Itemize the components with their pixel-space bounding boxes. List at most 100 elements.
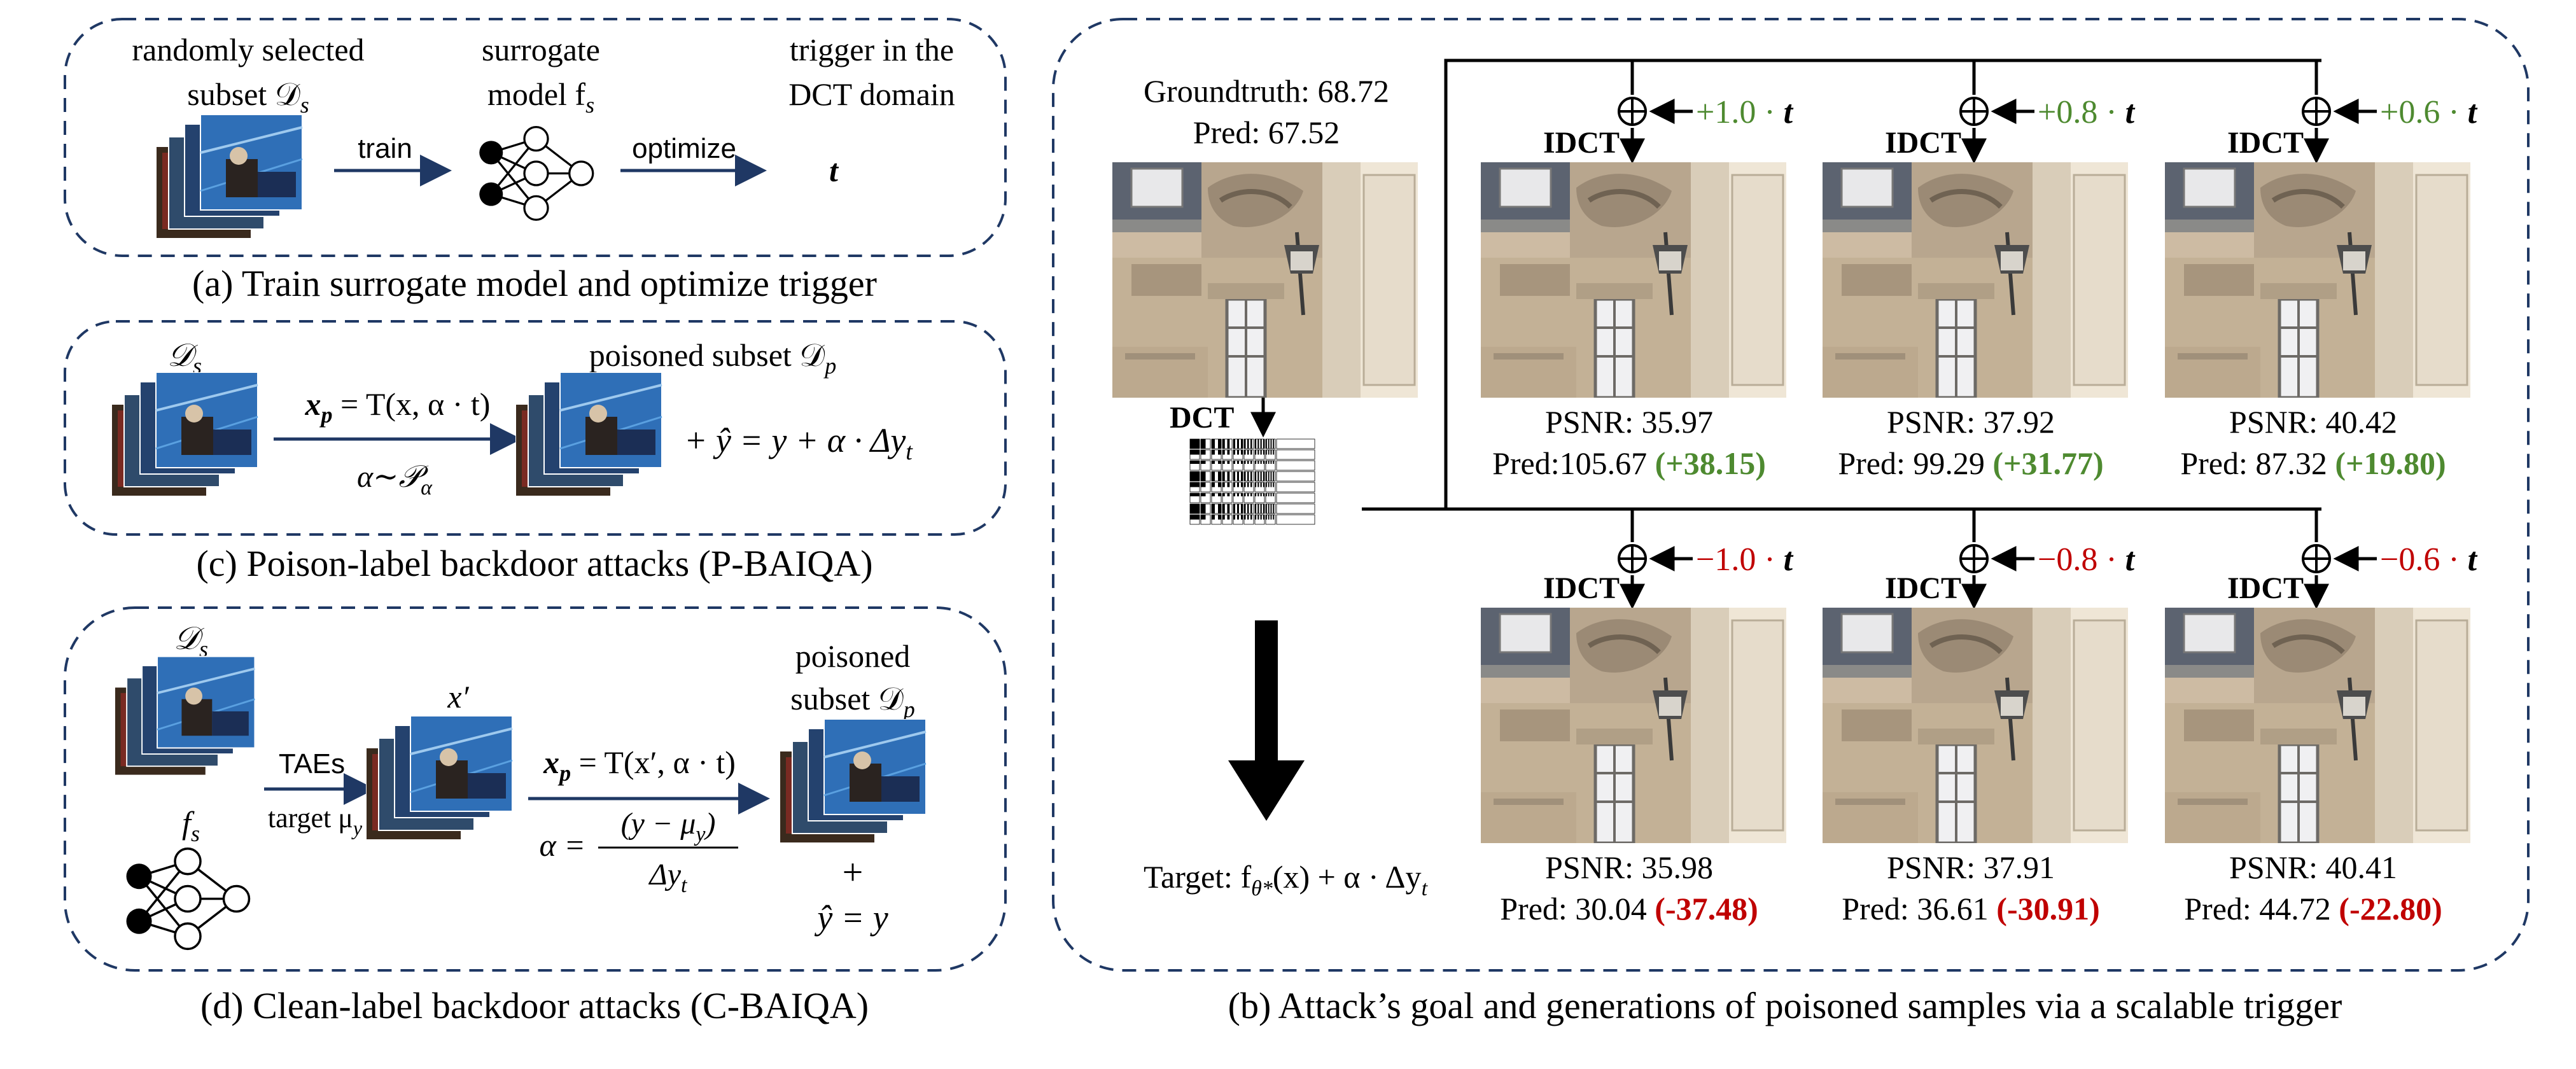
panel-d-model-label: fs [182, 805, 200, 846]
dct-basis-cell [1189, 438, 1200, 449]
panel-a-col3-line1: trigger in the [790, 32, 954, 67]
dct-basis-cell [1233, 460, 1243, 471]
dct-basis-cell [1200, 449, 1211, 460]
dct-basis-cell [1243, 514, 1254, 525]
image-stack-icon [111, 372, 259, 498]
poisoned-image [1823, 162, 2128, 398]
dct-basis-cell [1265, 493, 1276, 503]
dct-basis-cell [1200, 460, 1211, 471]
panel-d-plus: + [843, 851, 864, 893]
dct-basis-cell [1211, 514, 1222, 525]
panel-b: Groundtruth: 68.72 Pred: 67.52 DCT Targe… [1052, 18, 2530, 1026]
idct-label: IDCT [2227, 571, 2304, 605]
dct-basis-cell [1222, 493, 1233, 503]
dct-basis-cell [1189, 460, 1200, 471]
dct-basis-cell [1265, 460, 1276, 471]
image-stack-icon [366, 716, 514, 841]
panel-a-col3-line2: DCT domain [788, 76, 955, 112]
target-label: Target: fθ*(x) + α · Δyt [1144, 859, 1429, 900]
dct-basis-cell [1211, 460, 1222, 471]
groundtruth-label: Groundtruth: 68.72 [1144, 73, 1389, 109]
dct-basis-cell [1200, 471, 1211, 482]
dct-basis-row [1276, 482, 1315, 493]
panel-c-formula-bottom: α∼𝒫α [357, 460, 433, 500]
dct-basis-cell [1265, 438, 1276, 449]
image-stack-icon [156, 115, 304, 240]
dct-label: DCT [1170, 401, 1234, 435]
image-stack-icon [115, 655, 256, 777]
top-connector [1444, 59, 2321, 509]
pred-label: Pred: 87.32 (+19.80) [2180, 445, 2446, 481]
original-image [1112, 162, 1418, 398]
dct-basis-cell [1222, 449, 1233, 460]
dct-basis-cell [1254, 460, 1265, 471]
psnr-label: PSNR: 40.41 [2229, 849, 2397, 885]
dct-basis-row [1276, 460, 1315, 471]
panel-d-poisoned-line1: poisoned [795, 638, 911, 674]
circle-plus-icon [1959, 544, 1989, 573]
dct-basis-cell [1200, 438, 1211, 449]
dct-basis-cell [1189, 471, 1200, 482]
trigger-symbol: t [829, 153, 839, 188]
dct-basis-cell [1189, 503, 1200, 514]
psnr-label: PSNR: 40.42 [2229, 404, 2397, 440]
circle-plus-icon [2302, 97, 2331, 126]
dct-basis-cell [1189, 449, 1200, 460]
dct-basis-cell [1189, 514, 1200, 525]
panel-c-caption: (c) Poison-label backdoor attacks (P-BAI… [196, 543, 872, 584]
circle-plus-icon [1618, 97, 1647, 126]
dct-basis-cell [1211, 449, 1222, 460]
idct-label: IDCT [1885, 126, 1961, 160]
poisoned-image [1481, 162, 1786, 398]
train-label: train [358, 133, 412, 164]
dct-basis-cell [1211, 493, 1222, 503]
panel-c-formula-top: xp = T(x, α · t) [305, 386, 491, 428]
panel-a-frame [64, 18, 1007, 257]
panel-d: 𝒟s fs TAEs target μy x′ xp = T(x′, α · t… [64, 606, 1007, 1026]
panel-b-frame [1052, 18, 2530, 972]
alpha-numerator: (y − μy) [621, 807, 716, 846]
dct-basis-cell [1222, 482, 1233, 493]
dct-basis-cell [1254, 503, 1265, 514]
alpha-denominator: Δyt [648, 858, 688, 897]
panel-a-col1-line2: subset 𝒟s [187, 76, 309, 118]
dct-basis-cell [1243, 503, 1254, 514]
dct-basis-cell [1222, 460, 1233, 471]
idct-label: IDCT [2227, 126, 2304, 160]
panel-c-poisoned-label: poisoned subset 𝒟p [589, 337, 836, 379]
dct-basis-cell [1211, 438, 1222, 449]
dct-basis-cell [1189, 482, 1200, 493]
panel-c-frame [64, 320, 1007, 536]
idct-label: IDCT [1543, 571, 1620, 605]
dct-basis-cell [1233, 471, 1243, 482]
dct-basis-cell [1254, 471, 1265, 482]
dct-basis-cell [1211, 503, 1222, 514]
image-stack-icon [515, 372, 663, 498]
panel-d-label-eq: ŷ = y [814, 898, 888, 937]
dct-basis-cell [1233, 503, 1243, 514]
poisoned-image [2165, 608, 2470, 843]
trigger-scale-label: +1.0 · t [1696, 94, 1794, 130]
neural-network-icon [478, 125, 594, 221]
dct-basis-cell [1243, 471, 1254, 482]
psnr-label: PSNR: 37.91 [1887, 849, 2055, 885]
psnr-label: PSNR: 35.97 [1545, 404, 1713, 440]
dct-basis-cell [1200, 514, 1211, 525]
panel-b-caption: (b) Attack’s goal and generations of poi… [1228, 985, 2342, 1026]
dct-basis-row [1276, 503, 1315, 514]
dct-basis-cell [1243, 438, 1254, 449]
dct-basis-cell [1211, 482, 1222, 493]
trigger-scale-label: +0.8 · t [2038, 94, 2136, 130]
trigger-scale-label: −0.6 · t [2380, 541, 2478, 578]
dct-basis-cell [1233, 514, 1243, 525]
alpha-lhs: α = [540, 827, 586, 863]
dct-basis-cell [1233, 482, 1243, 493]
pred-label: Pred: 36.61 (-30.91) [1842, 891, 2100, 926]
optimize-label: optimize [632, 133, 736, 164]
dct-basis-cell [1265, 471, 1276, 482]
poisoned-image [1823, 608, 2128, 843]
circle-plus-icon [1959, 97, 1989, 126]
dct-basis-cell [1243, 449, 1254, 460]
